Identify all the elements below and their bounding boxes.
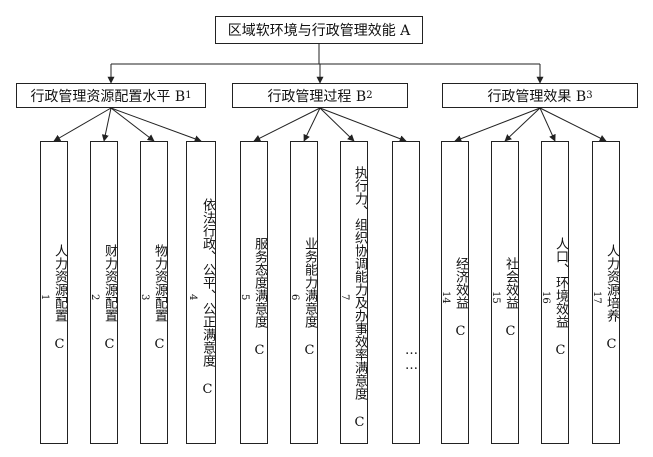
leaf-arrow-line: [253, 107, 321, 142]
leaf-subscript: 16: [541, 291, 551, 304]
leaf-label: 业务能力满意度 C: [302, 237, 317, 358]
leaf-label: 执行力、组织协调能力及办事效率满意度 C: [352, 165, 367, 430]
leaf-arrow-line: [539, 107, 607, 142]
leaf-label: 社会效益 C: [503, 256, 518, 339]
root-node: 区域软环境与行政管理效能 A: [215, 16, 423, 44]
leaf-arrow-line: [53, 107, 112, 142]
leaf-label: 物力资源配置 C: [152, 243, 167, 352]
leaf-label: ……: [404, 342, 419, 373]
leaf-subscript: 14: [441, 291, 451, 304]
leaf-label: 经济效益 C: [453, 256, 468, 339]
leaf-arrow-line: [110, 107, 155, 142]
leaf-label: 人力资源培养 C: [604, 243, 619, 352]
root-label: 区域软环境与行政管理效能 A: [227, 23, 411, 39]
leaf-subscript: 15: [491, 291, 501, 304]
leaf-subscript: 5: [240, 294, 250, 301]
leaf-subscript: 4: [187, 294, 198, 301]
leaf-label: 服务态度满意度 C: [252, 237, 267, 358]
leaf-label: 人力资源配置 C: [52, 243, 67, 352]
leaf-label: 依法行政、公平、公正满意度 C: [200, 198, 215, 397]
leaf-arrow-line: [110, 107, 202, 143]
leaf-node-ellipsis: ……: [392, 141, 420, 444]
group-label: 行政管理效果 B: [487, 88, 587, 105]
leaf-arrow-line: [101, 107, 112, 142]
leaf-subscript: 2: [90, 294, 100, 301]
leaf-arrow-line: [319, 107, 407, 143]
leaf-arrow-line: [303, 107, 321, 142]
leaf-subscript: 17: [592, 291, 602, 304]
leaf-arrow-line: [319, 107, 355, 142]
leaf-subscript: 3: [140, 294, 150, 301]
leaf-arrow-line: [454, 107, 541, 142]
group-label: 行政管理资源配置水平 B: [30, 88, 186, 105]
leaf-label: 财力资源配置 C: [102, 243, 117, 352]
leaf-subscript: 7: [340, 294, 350, 301]
leaf-subscript: 6: [290, 294, 300, 301]
leaf-arrow-line: [539, 107, 556, 142]
leaf-label: 人口、环境效益 C: [553, 237, 568, 358]
leaf-subscript: 1: [40, 294, 50, 301]
leaf-arrow-line: [504, 107, 541, 142]
group-label: 行政管理过程 B: [267, 88, 367, 105]
